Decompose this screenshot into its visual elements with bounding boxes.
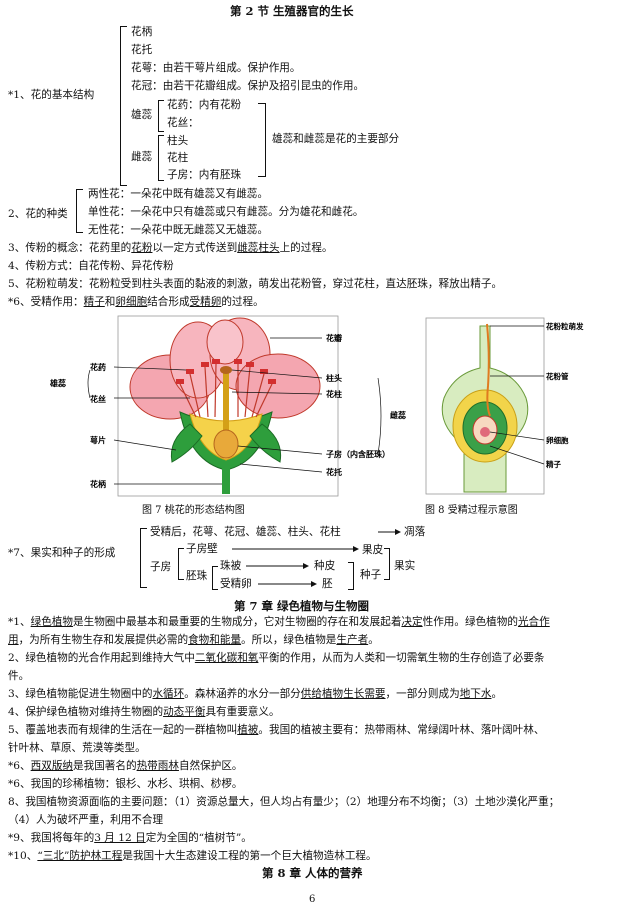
flower-part-pedicel: 花柄 <box>131 26 153 38</box>
pistil-ovary: 子房：内有胚珠 <box>167 169 242 181</box>
fruit-seed-ovule: 胚珠 <box>186 570 208 582</box>
ch7-p2-line2: 件。 <box>8 670 30 682</box>
brace-fruit-seed <box>140 528 147 588</box>
fig7-label-style: 花柱 <box>326 389 342 399</box>
ch7-p5-line2: 针叶林、草原、荒漠等类型。 <box>8 742 146 754</box>
fig7-label-ovary: 子房（内含胚珠） <box>326 449 390 459</box>
fig7-label-receptacle: 花托 <box>326 467 342 477</box>
chapter-8-title: 第 8 章 人体的营养 <box>262 866 363 880</box>
flower-part-corolla: 花冠：由若干花瓣组成。保护及招引昆虫的作用。 <box>131 80 365 92</box>
fig7-label-filament: 花丝 <box>90 394 106 404</box>
figure-7-peach-flower: 花药 雄蕊 花丝 萼片 花柄 花瓣 柱头 花柱 雌蕊 子房（内含胚珠） 花托 <box>49 315 406 497</box>
fruit-seed-fruit: 果实 <box>394 560 416 572</box>
ch7-p4: 4、保护绿色植物对维持生物圈的动态平衡具有重要意义。 <box>8 706 280 718</box>
brace-pistil <box>158 135 164 181</box>
brace-main-parts <box>258 103 266 177</box>
brace-ovary <box>178 548 184 580</box>
fruit-seed-zygote: 受精卵 <box>220 578 252 590</box>
fruit-seed-pericarp: 果皮 <box>362 544 384 556</box>
main-parts-note: 雄蕊和雌蕊是花的主要部分 <box>272 133 400 145</box>
fig8-label-egg: 卵细胞 <box>546 435 569 445</box>
flower-types-label: 2、花的种类 <box>8 208 68 220</box>
stamen-anther: 花药：内有花粉 <box>167 99 242 111</box>
fig8-label-sperm: 精子 <box>546 459 561 469</box>
fig7-label-petal: 花瓣 <box>326 333 342 343</box>
fruit-seed-row1: 受精后，花萼、花冠、雄蕊、柱头、花柱 <box>150 526 341 538</box>
fruit-seed-embryo: 胚 <box>322 578 333 590</box>
brace-fruit <box>384 548 390 580</box>
pistil-stigma: 柱头 <box>167 135 189 147</box>
fruit-seed-seed-coat: 种皮 <box>314 560 336 572</box>
brace-seed <box>348 562 354 590</box>
ch7-p6: *6、西双版纳是我国著名的热带雨林自然保护区。 <box>8 760 243 772</box>
chapter-7-title: 第 7 章 绿色植物与生物圈 <box>234 599 370 613</box>
ch7-p9: *9、我国将每年的3 月 12 日定为全国的“植树节”。 <box>8 832 252 844</box>
ch7-p1-line1: *1、绿色植物是生物圈中最基本和最重要的生物成分，它对生物圈的存在和发展起着决定… <box>8 616 550 628</box>
fig7-label-sepal: 萼片 <box>90 435 106 445</box>
fertilization: *6、受精作用：精子和卵细胞结合形成受精卵的过程。 <box>8 296 264 308</box>
pistil-style: 花柱 <box>167 152 189 164</box>
fig7-label-pistil: 雌蕊 <box>390 410 406 420</box>
stamen-filament: 花丝： <box>167 117 199 129</box>
fig8-label-pollen-tube: 花粉管 <box>546 371 569 381</box>
pollination-methods: 4、传粉方式：自花传粉、异花传粉 <box>8 260 174 272</box>
fruit-seed-integument: 珠被 <box>220 560 242 572</box>
flower-structure-label: *1、花的基本结构 <box>8 89 95 101</box>
fig7-label-anther: 花药 <box>90 362 106 372</box>
fruit-seed-ovary: 子房 <box>150 561 172 573</box>
fruit-seed-label: *7、果实和种子的形成 <box>8 547 116 559</box>
pollination-concept: 3、传粉的概念：花药里的花粉以一定方式传送到雌蕊柱头上的过程。 <box>8 242 333 254</box>
pollen-germination: 5、花粉粒萌发：花粉粒受到柱头表面的黏液的刺激，萌发出花粉管，穿过花柱，直达胚珠… <box>8 278 503 290</box>
fig7-label-stamen: 雄蕊 <box>49 378 66 388</box>
brace-stamen <box>158 100 164 132</box>
section-title: 第 2 节 生殖器官的生长 <box>230 4 354 18</box>
ch7-p3: 3、绿色植物能促进生物圈中的水循环。森林涵养的水分一部分供给植物生长需要，一部分… <box>8 688 503 700</box>
flower-type-bisexual: 两性花：一朵花中既有雄蕊又有雌蕊。 <box>88 188 269 200</box>
brace-ovule <box>212 566 218 590</box>
flower-type-neutral: 无性花：一朵花中既无雌蕊又无雄蕊。 <box>88 224 269 236</box>
figure-7-caption: 图 7 桃花的形态结构图 <box>142 505 245 516</box>
brace-flower-structure <box>120 26 127 186</box>
stamen-label: 雄蕊 <box>131 109 153 121</box>
brace-flower-types <box>76 189 83 233</box>
figure-8-caption: 图 8 受精过程示意图 <box>425 505 518 516</box>
flower-part-calyx: 花萼：由若干萼片组成。保护作用。 <box>131 62 301 74</box>
ch7-p2-line1: 2、绿色植物的光合作用起到维持大气中二氧化碳和氧平衡的作用，从而为人类和一切需氧… <box>8 652 545 664</box>
fruit-seed-wilt: 凋落 <box>404 526 426 538</box>
figure-8-fertilization: 花粉粒萌发 花粉管 卵细胞 精子 <box>425 317 584 495</box>
page-number: 6 <box>309 894 316 905</box>
fruit-seed-ovary-wall: 子房壁 <box>186 543 218 555</box>
ch7-p8-line2: （4）人为破坏严重，利用不合理 <box>8 814 164 826</box>
fig7-label-pedicel: 花柄 <box>90 479 106 489</box>
ch7-p5-line1: 5、覆盖地表而有规律的生活在一起的一群植物叫植被。我国的植被主要有：热带雨林、常… <box>8 724 545 736</box>
fig8-label-pollen-germ: 花粉粒萌发 <box>546 321 584 331</box>
fruit-seed-seed: 种子 <box>360 569 382 581</box>
pistil-label: 雌蕊 <box>131 151 153 163</box>
flower-type-unisexual: 单性花：一朵花中只有雄蕊或只有雌蕊。分为雄花和雌花。 <box>88 206 364 218</box>
ch7-p1-line2: 用，为所有生物生存和发展提供必需的食物和能量。所以，绿色植物是生产者。 <box>8 634 379 646</box>
ch7-p8-line1: 8、我国植物资源面临的主要问题：（1）资源总量大，但人均占有量少；（2）地理分布… <box>8 796 560 808</box>
ch7-p7: *6、我国的珍稀植物：银杉、水杉、珙桐、桫椤。 <box>8 778 243 790</box>
fig7-label-stigma: 柱头 <box>326 373 342 383</box>
flower-part-receptacle: 花托 <box>131 44 153 56</box>
ch7-p10: *10、“三北”防护林工程是我国十大生态建设工程的第一个巨大植物造林工程。 <box>8 850 377 862</box>
